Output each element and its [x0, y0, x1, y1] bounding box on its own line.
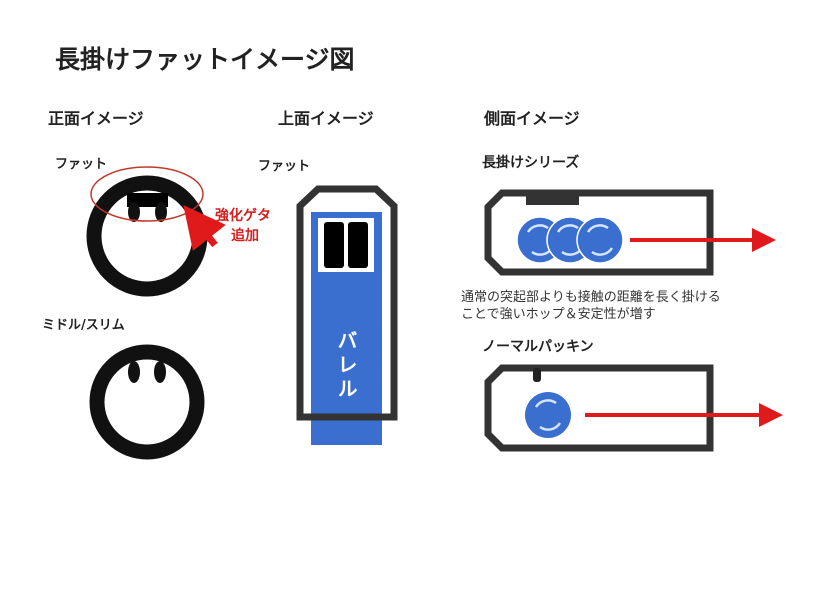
barrel-label: バレル: [334, 330, 358, 402]
description-line-1: 通常の突起部よりも接触の距離を長く掛ける: [461, 289, 721, 305]
normal-packing-diagram: [484, 364, 783, 452]
callout-arrow: [183, 205, 226, 251]
barrel-top-view: [296, 185, 398, 445]
front-heading: 正面イメージ: [48, 109, 144, 128]
description-line-2: ことで強いホップ＆安定性が増す: [461, 307, 656, 322]
fat-ring: [86, 175, 208, 297]
front-fat-label: ファット: [55, 157, 107, 172]
top-heading: 上面イメージ: [278, 109, 374, 128]
long-series-label: 長掛けシリーズ: [482, 154, 579, 171]
callout-text-1: 強化ゲタ: [215, 207, 271, 224]
long-series-diagram: [484, 189, 776, 276]
callout-text-2: 追加: [231, 227, 259, 244]
top-fat-label: ファット: [258, 159, 310, 174]
page-title: 長掛けファットイメージ図: [55, 45, 355, 74]
side-heading: 側面イメージ: [483, 109, 580, 128]
normal-packing-label: ノーマルパッキン: [482, 339, 594, 355]
middle-slim-label: ミドル/スリム: [42, 318, 125, 333]
highlight-ellipse: [90, 166, 204, 222]
middle-slim-ring: [89, 344, 205, 460]
